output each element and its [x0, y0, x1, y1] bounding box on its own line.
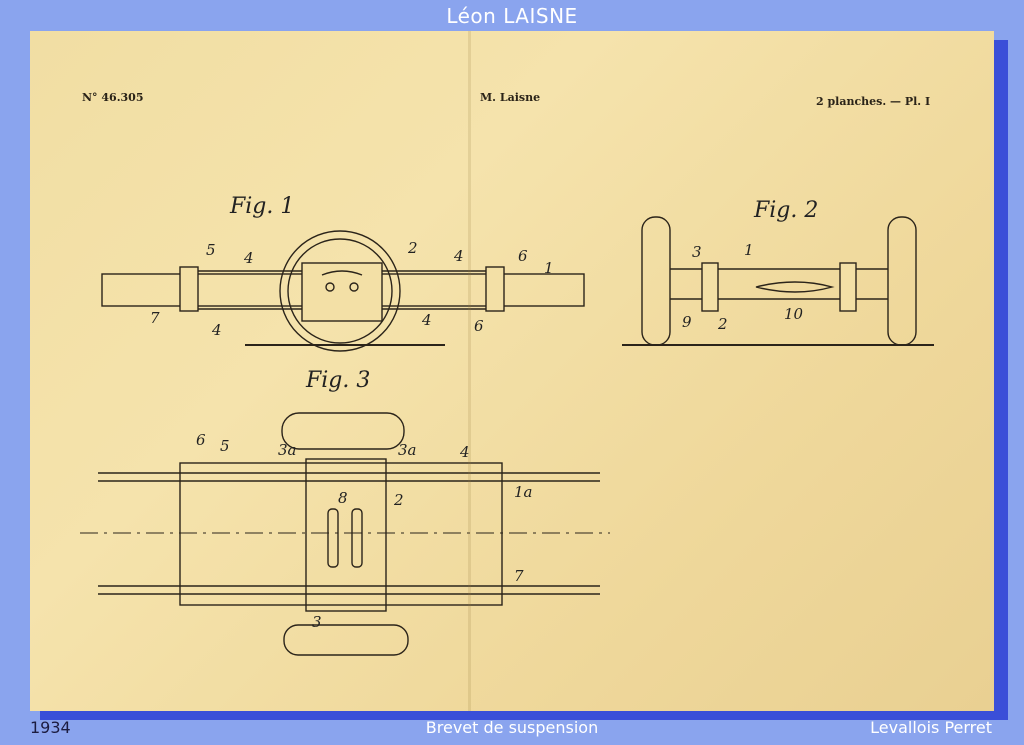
fig-1-callout: 5: [206, 241, 216, 259]
fig-1-wheel: [279, 230, 401, 352]
fig-2-callout: 3: [692, 243, 702, 261]
fig-1-callout: 4: [211, 321, 222, 339]
fig-1-callout: 6: [474, 317, 484, 335]
fig-1-callout: 4: [243, 249, 254, 267]
footer-location: Levallois Perret: [870, 718, 992, 737]
fig-1-bracket-left: [179, 266, 199, 312]
fig-2-label: Fig. 2: [753, 198, 818, 223]
fig-3-spring: [327, 508, 339, 568]
fig-3-bottom-wheel: [283, 624, 409, 656]
fig-1-bracket-right: [485, 266, 505, 312]
footer-caption: Brevet de suspension: [425, 718, 599, 737]
fig-3-callout: 4: [459, 443, 470, 461]
patent-author: M. Laisne: [480, 91, 541, 104]
fig-2-callout: 9: [682, 313, 692, 331]
footer-year: 1934: [30, 718, 71, 737]
fig-1-bolt: [349, 282, 359, 292]
fig-3-top-wheel: [281, 412, 405, 450]
fig-3-central-chassis: [305, 458, 387, 612]
fig-1-label: Fig. 1: [229, 194, 294, 219]
fig-3-callout: 7: [514, 567, 524, 585]
fig-1-bolt: [325, 282, 335, 292]
fig-2-right-wheel: [887, 216, 917, 346]
fig-1-callout: 6: [518, 247, 528, 265]
fig-3-callout: 5: [220, 437, 230, 455]
patent-drawing: Fig. 1 5 4 2 4 6: [80, 194, 934, 656]
patent-sheet: N° 46.305 M. Laisne 2 planches. — Pl. I …: [30, 31, 994, 711]
plate-info: 2 planches. — Pl. I: [816, 95, 931, 108]
fig-2-callout: 1: [744, 241, 754, 259]
fig-1-callout: 7: [150, 309, 160, 327]
fig-3-callout: 3: [312, 613, 322, 631]
fig-2-left-wheel: [641, 216, 671, 346]
figure-2: Fig. 2 3 1 9 2 10: [622, 198, 934, 346]
fig-2-callout: 10: [784, 305, 804, 323]
fig-1-callout: 2: [407, 239, 418, 257]
fig-2-bracket-right: [839, 262, 857, 312]
fig-3-callout: 1a: [514, 483, 533, 501]
fig-3-spring: [351, 508, 363, 568]
fig-3-callout: 6: [196, 431, 206, 449]
fig-1-callout: 4: [421, 311, 432, 329]
fig-2-callout: 2: [717, 315, 728, 333]
fig-1-wheel-inner: [287, 238, 393, 344]
fig-1-callout: 4: [453, 247, 464, 265]
figure-1: Fig. 1 5 4 2 4 6: [101, 194, 585, 352]
patent-number: N° 46.305: [82, 91, 144, 104]
fig-1-hub-arc: [321, 270, 363, 276]
fig-3-callout: 3a: [278, 441, 297, 459]
fig-3-callout: 3a: [398, 441, 417, 459]
fig-2-bracket-left: [701, 262, 719, 312]
fig-3-callout: 2: [393, 491, 404, 509]
fig-1-hub-box: [301, 262, 383, 322]
fig-1-callout: 1: [544, 259, 554, 277]
fig-3-label: Fig. 3: [305, 368, 370, 393]
figure-3: Fig. 3 6 5 3a 3a 4 2: [80, 368, 610, 656]
fig-3-callout: 8: [338, 489, 348, 507]
fig-2-spring: [755, 281, 835, 293]
fig-3-outer-frame: [179, 462, 503, 606]
page-title: Léon LAISNE: [446, 4, 578, 28]
